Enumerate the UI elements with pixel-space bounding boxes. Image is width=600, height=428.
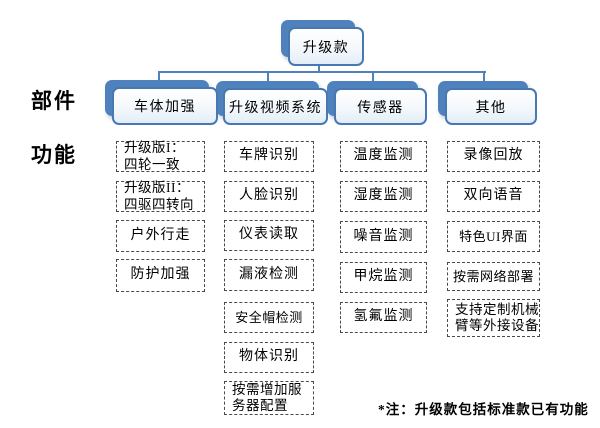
feature-box: 噪音监测 xyxy=(340,221,427,253)
branch-header-label: 传感器 xyxy=(357,100,404,116)
branch-header-label: 车体加强 xyxy=(134,100,196,115)
branch-header-label: 升级视频系统 xyxy=(229,100,322,116)
feature-box: 仪表读取 xyxy=(224,220,314,251)
feature-box: 按需增加服 务器配置 xyxy=(224,381,314,415)
feature-box: 特色UI界面 xyxy=(447,221,540,252)
connector-drop-1 xyxy=(158,71,160,81)
branch-header-video-system: 升级视频系统 xyxy=(216,81,328,125)
feature-box: 物体识别 xyxy=(224,342,314,373)
feature-box: 升级版II： 四驱四转向 xyxy=(116,180,205,212)
feature-box: 防护加强 xyxy=(116,259,205,292)
feature-box: 湿度监测 xyxy=(340,181,427,212)
connector-drop-3 xyxy=(372,71,374,81)
branch-header-sensors: 传感器 xyxy=(327,81,427,125)
branch-header-body-reinforcement: 车体加强 xyxy=(105,80,218,125)
branch-header-others: 其他 xyxy=(438,81,537,125)
feature-box: 支持定制机械 臂等外接设备 xyxy=(447,299,540,337)
feature-box: 车牌识别 xyxy=(224,141,314,172)
feature-box: 升级版I： 四轮一致 xyxy=(116,140,205,172)
feature-box: 温度监测 xyxy=(340,141,427,172)
feature-box: 安全帽检测 xyxy=(224,302,314,333)
feature-box: 户外行走 xyxy=(116,220,205,252)
branch-header-label: 其他 xyxy=(475,100,507,116)
feature-box: 人脸识别 xyxy=(224,181,314,212)
connector-rail xyxy=(158,71,486,73)
feature-box: 氢氟监测 xyxy=(340,302,427,333)
connector-root-stub xyxy=(318,62,320,72)
feature-box: 漏液检测 xyxy=(224,259,314,291)
connector-drop-4 xyxy=(483,71,485,81)
feature-box: 按需网络部署 xyxy=(447,262,540,291)
footnote-text: *注：升级款包括标准款已有功能 xyxy=(378,402,589,417)
feature-box: 双向语音 xyxy=(447,181,540,212)
side-label-components: 部件 xyxy=(31,89,77,113)
feature-box: 甲烷监测 xyxy=(340,262,427,293)
connector-drop-2 xyxy=(267,71,269,81)
side-label-functions: 功能 xyxy=(31,143,77,167)
feature-box: 录像回放 xyxy=(447,141,540,172)
node-root: 升级款 xyxy=(281,20,364,66)
node-root-label: 升级款 xyxy=(302,40,350,56)
